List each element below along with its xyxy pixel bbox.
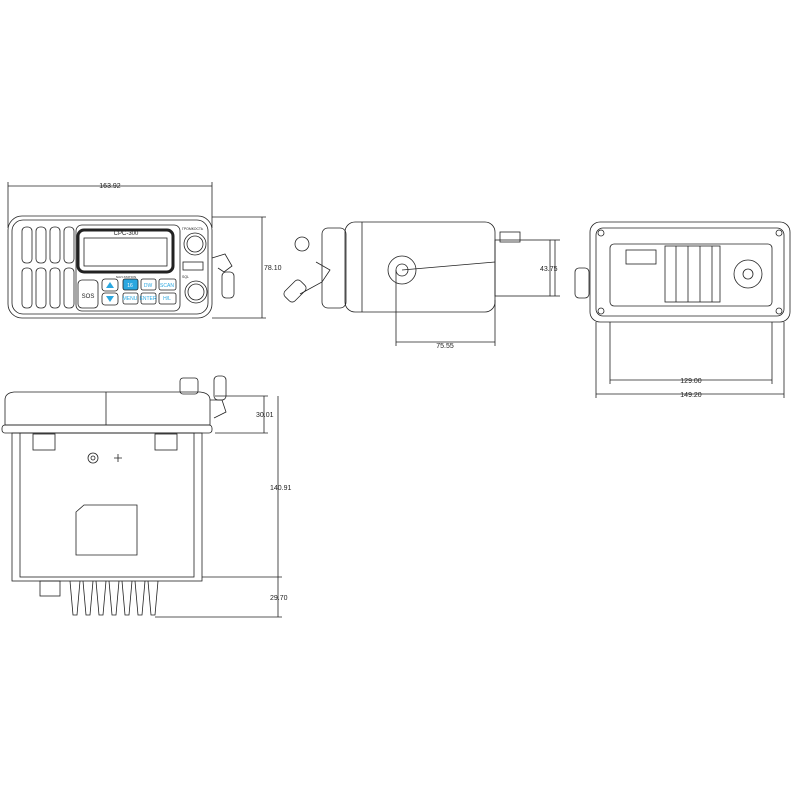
power-connector: [625, 249, 657, 265]
knob-side: [294, 236, 310, 252]
lcd-display: [76, 228, 175, 274]
ch16-label: 16: [127, 283, 133, 289]
arrow-up-icon: [106, 282, 114, 288]
mount-knob: [387, 255, 417, 285]
scan-button[interactable]: [158, 278, 177, 291]
sos-label: SOS: [82, 294, 95, 300]
menu-button[interactable]: [122, 292, 139, 305]
squelch-knob[interactable]: [184, 280, 208, 304]
dw-label: DW: [144, 283, 153, 289]
bottom-view: 30.01 140.91 29.70: [1, 375, 292, 618]
side-view: 75.55 43.75: [283, 221, 560, 350]
antenna-socket: [733, 259, 763, 289]
volume-label: ГРОМКОСТЬ: [182, 227, 204, 231]
front-view: 163.92 78.10 CPC-300 NAVI-STATION SOS 16…: [7, 182, 282, 319]
scan-label: SCAN: [160, 283, 174, 289]
front-depth-dim: 30.01: [256, 412, 274, 419]
squelch-label: SQL: [182, 275, 189, 279]
rear-inner-dim: 129.00: [680, 378, 702, 385]
menu-label: MENU: [123, 296, 138, 302]
hl-button[interactable]: [158, 292, 177, 305]
volume-knob[interactable]: [183, 232, 207, 256]
speaker-grille: [21, 226, 75, 309]
enter-label: ENTER: [140, 296, 157, 302]
side-depth-dim: 75.55: [436, 343, 454, 350]
rear-outer-dim: 149.20: [680, 392, 702, 399]
ch16-button[interactable]: [122, 278, 139, 291]
model-label: CPC-300: [114, 231, 139, 237]
side-height-dim: 43.75: [540, 266, 558, 273]
arrow-down-icon: [106, 296, 114, 302]
sos-button[interactable]: [77, 279, 99, 309]
knob-top: [179, 377, 199, 395]
up-button[interactable]: [101, 278, 119, 292]
hl-label: H/L: [163, 296, 171, 302]
antenna-connector-icon: [211, 253, 233, 273]
rear-view: 129.00 149.20: [574, 221, 791, 399]
body-depth-dim: 140.91: [270, 485, 292, 492]
enter-button[interactable]: [140, 292, 157, 305]
dw-button[interactable]: [140, 278, 157, 291]
brand-logo: NAVI-STATION: [116, 275, 136, 279]
front-width-dim: 163.92: [99, 183, 121, 190]
connector-depth-dim: 29.70: [270, 595, 288, 602]
down-button[interactable]: [101, 292, 119, 306]
front-height-dim: 78.10: [264, 265, 282, 272]
